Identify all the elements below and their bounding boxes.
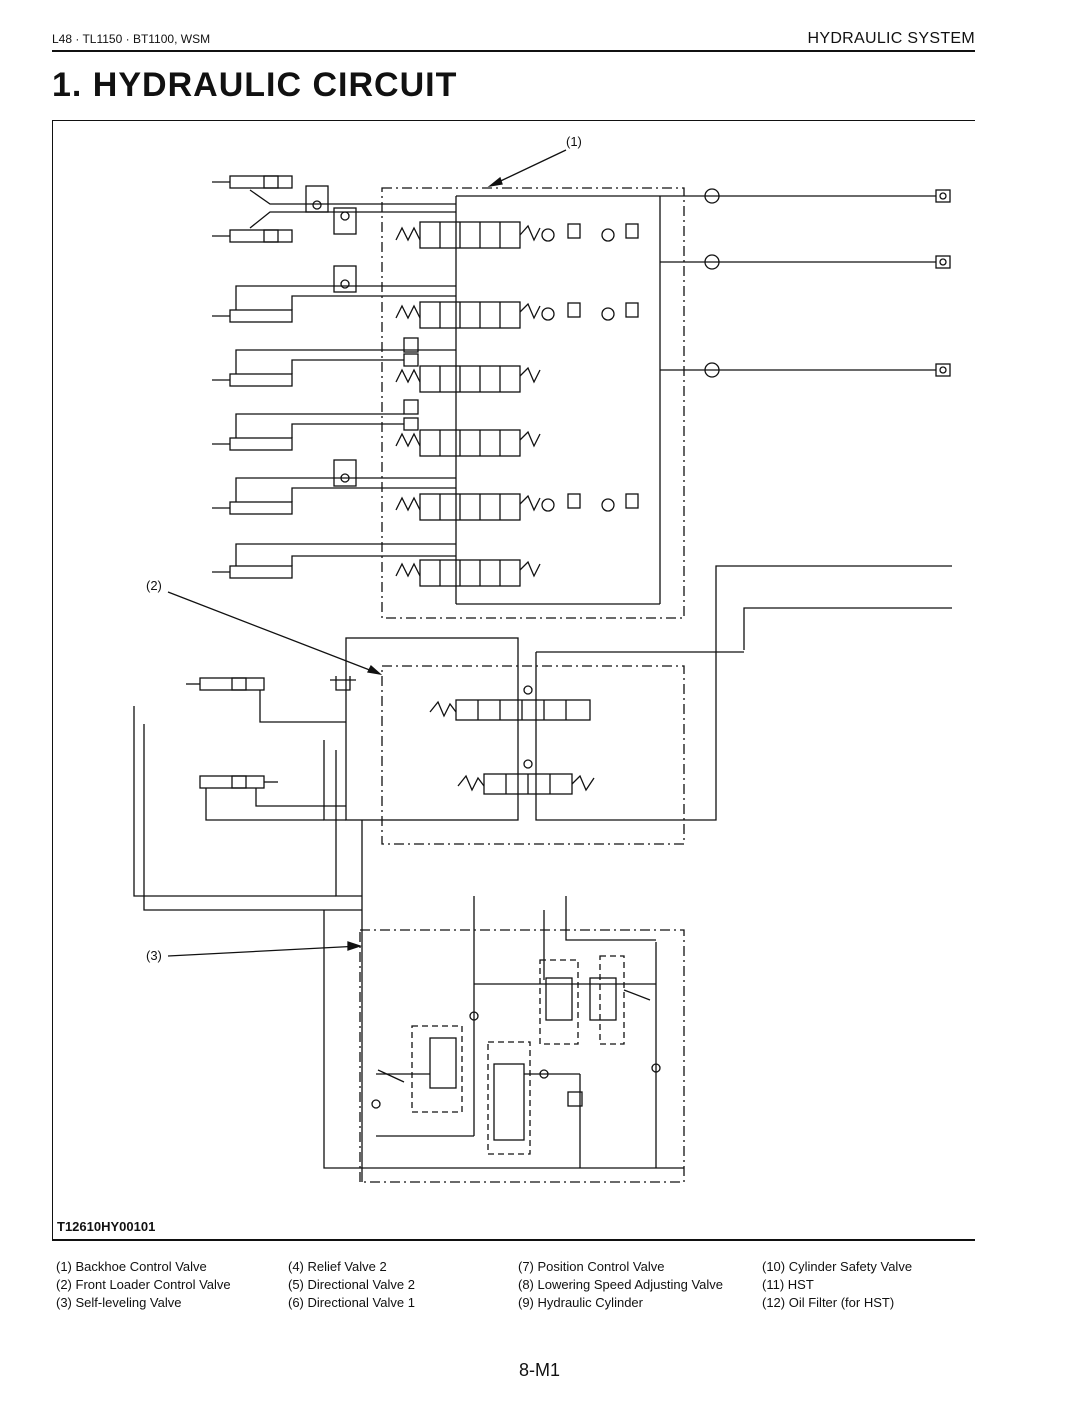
callout-1-label: (1)	[566, 134, 582, 149]
self-leveling-valve-internals	[323, 896, 684, 1182]
legend-column-1: (1) Backhoe Control Valve (2) Front Load…	[56, 1258, 231, 1312]
callout-3-label: (3)	[146, 948, 162, 963]
valve-section-1	[395, 221, 639, 249]
legend-item: (1) Backhoe Control Valve	[56, 1259, 207, 1274]
backhoe-outlets	[660, 188, 952, 660]
valve-section-2	[395, 301, 639, 329]
legend-item: (10) Cylinder Safety Valve	[762, 1259, 913, 1274]
valve-section-6	[395, 559, 541, 587]
legend-item: (8) Lowering Speed Adjusting Valve	[518, 1277, 723, 1292]
backhoe-valve-sections	[395, 195, 684, 605]
legend-item: (5) Directional Valve 2	[288, 1277, 415, 1292]
front-loader-valve-sections	[323, 637, 744, 910]
callout-2-label: (2)	[146, 578, 162, 593]
backhoe-cylinders	[212, 175, 456, 579]
hydraulic-circuit-diagram: (1) (2)	[133, 134, 952, 1183]
callout-2-leader	[167, 591, 383, 676]
header-model-line: L48 · TL1150 · BT1100, WSM	[52, 32, 211, 46]
cylinder-safety-valves	[305, 185, 357, 487]
self-leveling-valve-box	[359, 929, 685, 1183]
front-loader-valve-box	[381, 665, 685, 845]
legend-item: (12) Oil Filter (for HST)	[762, 1295, 895, 1310]
callout-1-leader	[487, 149, 567, 188]
legend-item: (4) Relief Valve 2	[288, 1259, 387, 1274]
figure-frame-left	[52, 120, 53, 1240]
valve-section-4	[395, 399, 541, 457]
legend-column-2: (4) Relief Valve 2 (5) Directional Valve…	[288, 1258, 415, 1312]
front-loader-cylinders	[133, 677, 362, 911]
header-section: HYDRAULIC SYSTEM	[807, 30, 975, 47]
header-rule	[52, 50, 975, 52]
legend-item: (2) Front Loader Control Valve	[56, 1277, 231, 1292]
valve-section-3	[395, 337, 541, 393]
legend-item: (7) Position Control Valve	[518, 1259, 665, 1274]
figure-frame-top	[52, 120, 975, 121]
page-title: 1. HYDRAULIC CIRCUIT	[52, 66, 458, 104]
callout-3-leader	[167, 941, 363, 957]
page-number: 8-M1	[518, 1360, 560, 1380]
backhoe-valve-box	[381, 187, 685, 619]
figure-frame-bottom	[52, 1239, 975, 1241]
legend-item: (9) Hydraulic Cylinder	[518, 1295, 643, 1310]
valve-section-5	[395, 493, 639, 521]
legend-item: (3) Self-leveling Valve	[56, 1295, 182, 1310]
legend-column-4: (10) Cylinder Safety Valve (11) HST (12)…	[762, 1258, 912, 1312]
legend-item: (6) Directional Valve 1	[288, 1295, 415, 1310]
legend-item: (11) HST	[762, 1277, 814, 1292]
drawing-code: T12610HY00101	[57, 1219, 156, 1234]
legend-column-3: (7) Position Control Valve (8) Lowering …	[518, 1258, 723, 1312]
